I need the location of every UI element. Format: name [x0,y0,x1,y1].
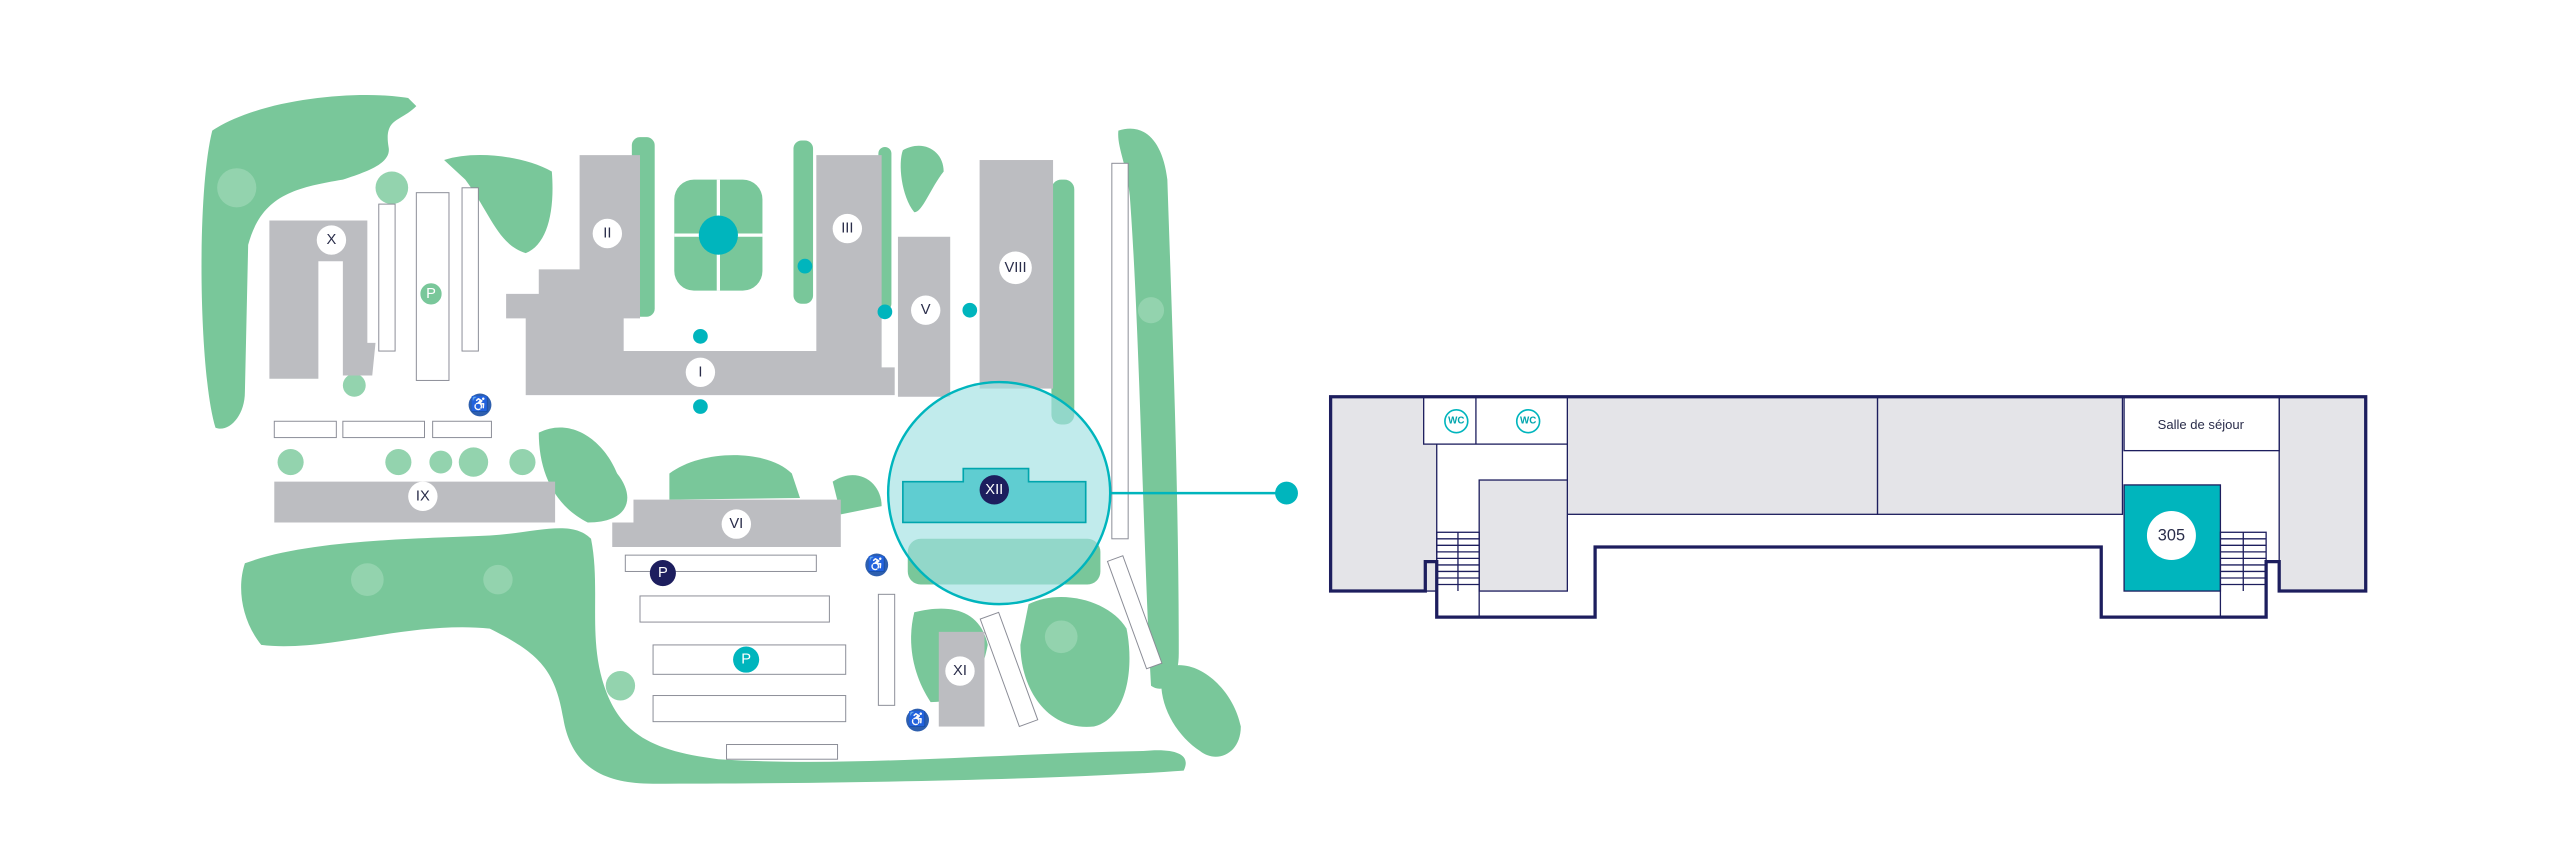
svg-text:V: V [921,302,931,318]
building-label-ix[interactable]: IX [408,481,438,512]
svg-text:X: X [327,232,337,248]
building-labels: X II III VIII V I IX VI XI XII [316,213,1032,686]
svg-text:II: II [603,225,611,241]
parking-icon[interactable]: P [649,560,676,587]
building-label-viii[interactable]: VIII [999,251,1032,285]
svg-text:XII: XII [985,482,1003,498]
svg-text:♿: ♿ [471,395,489,413]
accessible-icon[interactable]: ♿ [906,708,929,732]
fountain-icon [698,215,738,255]
svg-text:XI: XI [953,663,967,679]
accessible-icon[interactable]: ♿ [865,553,889,577]
svg-text:P: P [658,565,668,581]
entrance-arrow-icon [693,258,978,414]
accessible-icon[interactable]: ♿ [468,393,492,417]
parking-icon[interactable]: P [418,281,444,307]
svg-text:WC: WC [1448,416,1464,427]
svg-text:♿: ♿ [868,555,886,573]
svg-text:♿: ♿ [908,710,926,728]
floor-plan: WC WC Salle de séjour 305 [1328,395,2368,619]
wc-right[interactable]: WC [1515,409,1541,434]
svg-text:VIII: VIII [1004,260,1026,276]
svg-text:P: P [741,652,751,668]
svg-text:P: P [426,286,436,302]
room [1566,396,1879,515]
svg-text:VI: VI [729,516,743,532]
building-label-v[interactable]: V [911,295,941,325]
building-label-iii[interactable]: III [832,213,863,244]
svg-text:III: III [841,221,853,237]
left-wing [1329,396,1438,592]
building-label-xii[interactable]: XII [979,475,1009,505]
building-label-x[interactable]: X [316,225,347,255]
svg-text:IX: IX [416,488,430,504]
svg-text:305: 305 [2158,527,2185,545]
right-wing [2278,396,2367,592]
room [1478,479,1568,592]
building-label-xi[interactable]: XI [945,656,975,686]
map-icons: P P P ♿ ♿ ♿ [418,258,978,732]
building-label-vi[interactable]: VI [721,509,752,539]
stairs-left [1436,531,1480,618]
building-label-i[interactable]: I [685,357,716,387]
room-305[interactable]: 305 [2123,484,2222,592]
svg-text:WC: WC [1520,416,1536,427]
stairs-right [2219,531,2267,618]
parking-icon[interactable]: P [733,646,760,673]
parking-lots [273,162,1163,760]
room [1876,396,2124,515]
connector-dot [1275,481,1298,505]
fountain-garden [674,179,763,291]
svg-text:I: I [698,364,702,380]
building-label-ii[interactable]: II [592,218,623,249]
svg-text:Salle de séjour: Salle de séjour [2158,417,2245,432]
wc-left[interactable]: WC [1444,409,1469,434]
lounge-room[interactable]: Salle de séjour [2123,396,2280,452]
